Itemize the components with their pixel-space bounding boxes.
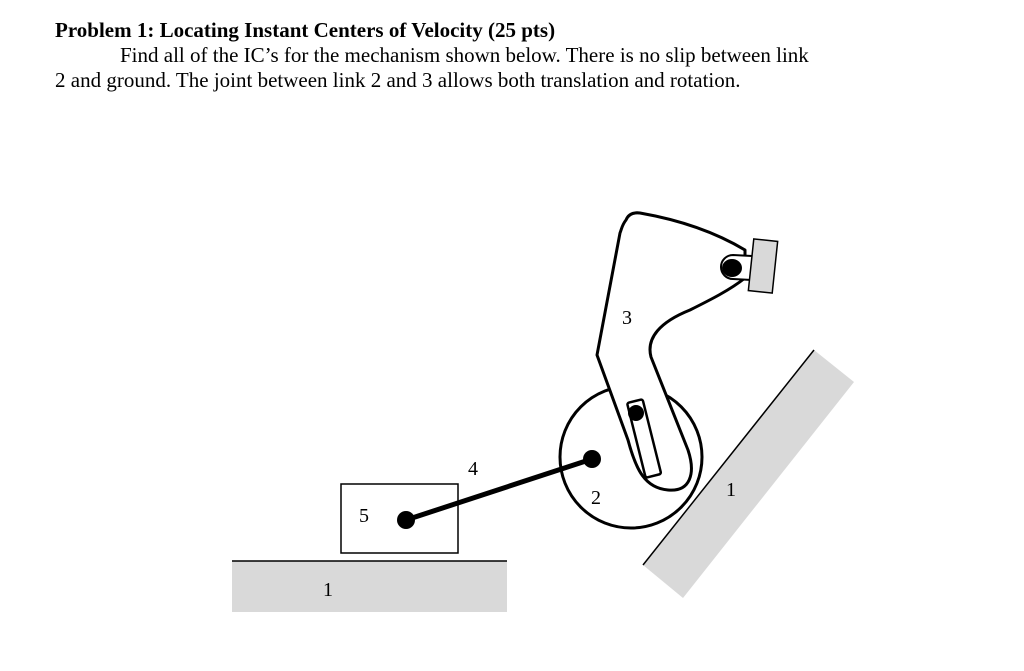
- label-ground-incline: 1: [726, 479, 736, 501]
- pivot-pin: [722, 259, 742, 277]
- label-slider: 5: [359, 505, 369, 527]
- ground-inclined: [642, 349, 854, 598]
- pin-slider: [397, 511, 415, 529]
- label-wheel: 2: [591, 487, 601, 509]
- pin-wheel: [583, 450, 601, 468]
- label-connecting-rod: 4: [468, 458, 478, 480]
- fixed-pivot-block: [747, 238, 779, 294]
- label-ground-bottom: 1: [323, 579, 333, 601]
- ground-horizontal: [232, 560, 507, 612]
- problem-statement-line-1: Find all of the IC’s for the mechanism s…: [120, 43, 809, 67]
- pin-slot: [628, 405, 644, 421]
- connecting-rod: [405, 456, 593, 523]
- problem-statement-line-2: 2 and ground. The joint between link 2 a…: [55, 68, 741, 92]
- problem-title: Problem 1: Locating Instant Centers of V…: [55, 18, 556, 42]
- label-rocker: 3: [622, 307, 632, 329]
